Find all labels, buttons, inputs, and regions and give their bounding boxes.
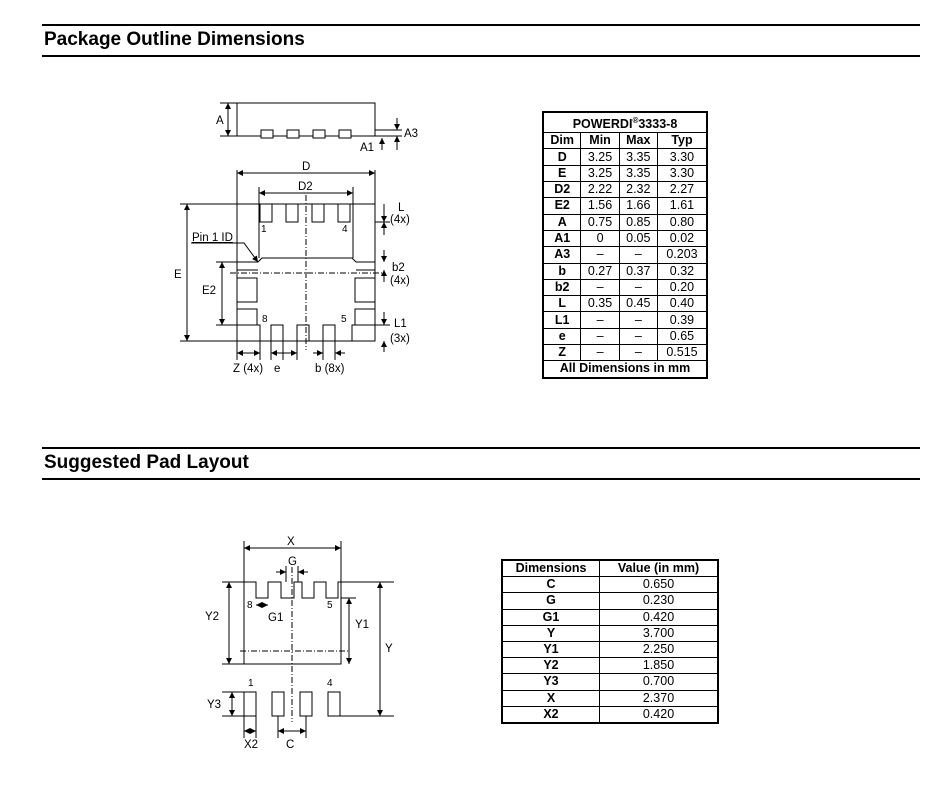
table-row: A3––0.203: [542, 246, 708, 264]
label-E: E: [174, 269, 182, 281]
label-b: b (8x): [315, 363, 345, 375]
label-b2-count: (4x): [390, 275, 410, 287]
pin-number-4: 4: [342, 224, 348, 235]
outline-section-header: Package Outline Dimensions: [42, 24, 920, 57]
label-Z: Z (4x): [233, 363, 263, 375]
side-view-body: [236, 102, 376, 137]
header-value: Value (in mm): [599, 559, 719, 578]
label-A: A: [216, 115, 224, 127]
label-L1-count: (3x): [390, 333, 410, 345]
pin-number-8: 8: [262, 314, 268, 325]
dimensions-table-title: POWERDI®3333-8: [542, 111, 708, 134]
table-row: Z––0.515: [542, 344, 708, 362]
header-dim: Dim: [542, 132, 582, 150]
label-A1: A1: [360, 142, 374, 154]
label-A3: A3: [404, 128, 418, 140]
header-max: Max: [618, 132, 658, 150]
outline-section-title: Package Outline Dimensions: [44, 29, 305, 50]
label-E2: E2: [202, 285, 216, 297]
table-header-row: Dimensions Value (in mm): [501, 559, 719, 578]
table-row: L1––0.39: [542, 311, 708, 329]
label-D2: D2: [298, 181, 313, 193]
pin-number-5: 5: [341, 314, 347, 325]
table-header-row: Dim Min Max Typ: [542, 132, 708, 150]
pin-number-1: 1: [261, 224, 267, 235]
header-min: Min: [580, 132, 620, 150]
label-pin1-id: Pin 1 ID: [192, 232, 233, 244]
table-row: b2––0.20: [542, 278, 708, 297]
header-typ: Typ: [656, 132, 708, 150]
label-L1: L1: [394, 318, 407, 330]
label-b2: b2: [392, 262, 405, 274]
label-e: e: [274, 363, 280, 375]
label-L-count: (4x): [390, 214, 410, 226]
header-dimensions: Dimensions: [501, 559, 600, 578]
pad-section-header: Suggested Pad Layout: [42, 447, 920, 480]
label-L: L: [398, 202, 405, 214]
pad-section-title: Suggested Pad Layout: [44, 452, 249, 473]
label-D: D: [302, 161, 310, 173]
table-row: e––0.65: [542, 327, 708, 346]
dimensions-table-footer: All Dimensions in mm: [542, 360, 708, 379]
